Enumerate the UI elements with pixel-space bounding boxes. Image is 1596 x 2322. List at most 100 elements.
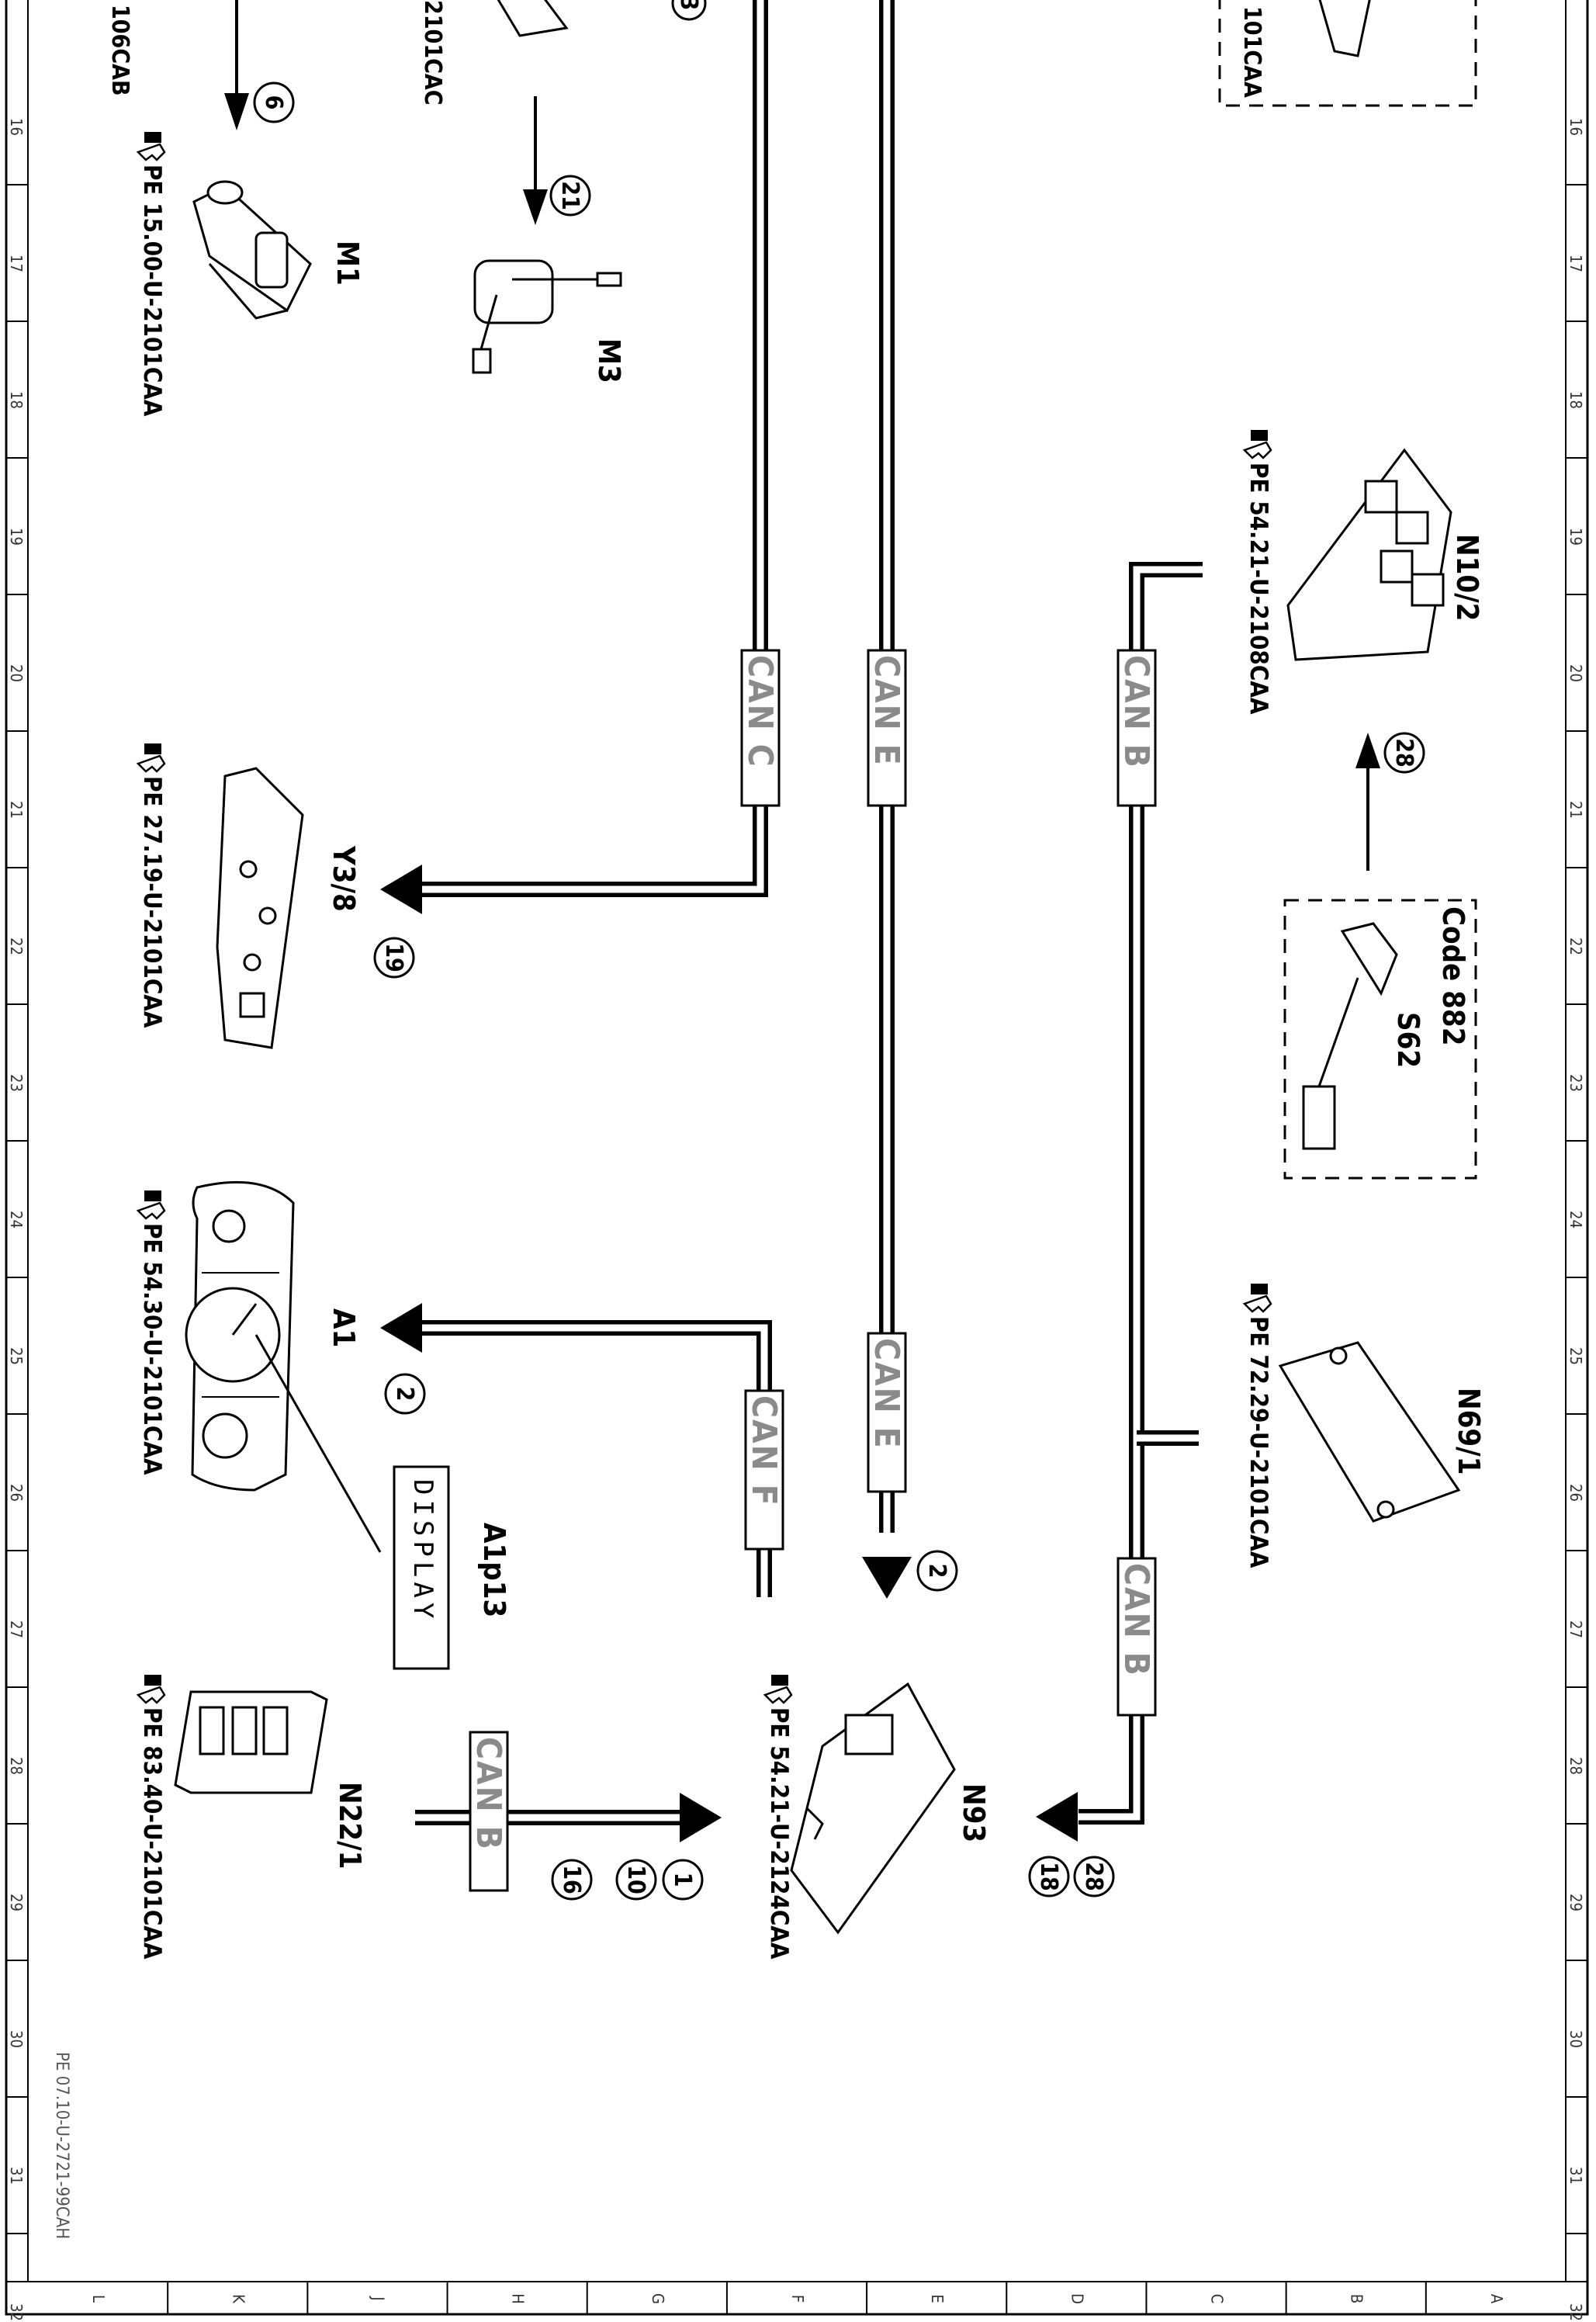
svg-text:PE 54.30-U-2101CAA: PE 54.30-U-2101CAA xyxy=(138,1223,166,1475)
arrow-y3-8 xyxy=(380,865,422,914)
svg-text:CAN F: CAN F xyxy=(744,1395,784,1507)
circled-number-m1: 6 xyxy=(253,81,295,123)
a1-label: A1 xyxy=(327,1308,361,1347)
can-c-bus xyxy=(400,0,768,897)
n69-1-ref: PE 72.29-U-2101CAA xyxy=(1243,1282,1272,1568)
row-label-A: A xyxy=(1487,2294,1506,2304)
circled-number-y3-8: 19 xyxy=(373,937,415,979)
row-label-B: B xyxy=(1348,2294,1366,2303)
book-reference-icon xyxy=(1243,1282,1272,1313)
arrow-a1 xyxy=(380,1303,422,1353)
row-label-G: G xyxy=(649,2293,667,2304)
m3-label: M3 xyxy=(592,338,626,383)
column-label-30-right: 30 xyxy=(1567,2030,1585,2048)
arrow-n93-from-n22 xyxy=(680,1793,722,1842)
row-label-F: F xyxy=(788,2295,807,2303)
svg-text:CAN C: CAN C xyxy=(740,655,780,768)
can-b-label-bottom: CAN B xyxy=(1117,1557,1157,1717)
column-label-23-right: 23 xyxy=(1567,1074,1585,1092)
can-e-label-top: CAN E xyxy=(867,649,907,807)
column-label-25-right: 25 xyxy=(1567,1347,1585,1365)
column-label-24-left: 24 xyxy=(7,1211,26,1229)
can-e-label-bottom: CAN E xyxy=(867,1332,907,1493)
n69-1-drawing xyxy=(1278,1341,1461,1523)
svg-text:6: 6 xyxy=(260,95,287,110)
book-reference-icon xyxy=(137,742,166,773)
column-label-17-right: 17 xyxy=(1567,255,1585,272)
n10-2-drawing xyxy=(1286,448,1452,661)
y3-8-ref: PE 27.19-U-2101CAA xyxy=(137,742,166,1028)
column-label-27-right: 27 xyxy=(1567,1620,1585,1638)
circled-number-can-e_end: 2 xyxy=(916,1550,958,1592)
book-reference-icon xyxy=(763,1673,793,1704)
a1-instrument-cluster-drawing xyxy=(185,1180,382,1553)
column-label-31-right: 31 xyxy=(1567,2167,1585,2185)
n10-2-ref: PE 54.21-U-2108CAA xyxy=(1243,428,1272,715)
can-f-bus xyxy=(419,1320,772,1597)
partial-label-top-right: 101CAA xyxy=(1238,6,1265,98)
column-label-18-right: 18 xyxy=(1567,391,1585,409)
column-label-32-left: 32 xyxy=(7,2303,26,2321)
partial-dashed-box-top-right xyxy=(1218,0,1477,107)
column-label-31-left: 31 xyxy=(7,2167,26,2185)
column-label-17-left: 17 xyxy=(7,255,26,272)
can-b-label-top: CAN B xyxy=(1117,649,1157,807)
m1-ref: PE 15.00-U-2101CAA xyxy=(137,130,166,417)
column-label-29-left: 29 xyxy=(7,1894,26,1911)
column-label-19-right: 19 xyxy=(1567,528,1585,546)
column-label-21-left: 21 xyxy=(7,801,26,819)
svg-text:10: 10 xyxy=(622,1865,649,1894)
row-label-K: K xyxy=(229,2294,248,2304)
row-label-J: J xyxy=(369,2296,387,2300)
arrow-n10-2 xyxy=(1355,733,1380,871)
book-reference-icon xyxy=(137,1673,166,1704)
a1p13-label: A1p13 xyxy=(477,1523,511,1617)
row-label-D: D xyxy=(1068,2293,1086,2304)
arrow-m1 xyxy=(224,0,249,130)
column-label-22-left: 22 xyxy=(7,937,26,955)
can-b-bus xyxy=(1078,562,1203,1825)
column-label-16-left: 16 xyxy=(7,118,26,136)
svg-text:CAN B: CAN B xyxy=(1117,1563,1156,1677)
column-label-16-right: 16 xyxy=(1567,118,1585,136)
column-label-25-left: 25 xyxy=(7,1347,26,1365)
svg-text:PE 15.00-U-2101CAA: PE 15.00-U-2101CAA xyxy=(138,165,166,417)
circled-number-n93-a: 1 xyxy=(662,1859,704,1901)
book-reference-icon xyxy=(1243,428,1272,459)
svg-text:CAN E: CAN E xyxy=(867,655,906,767)
s62-code-label: Code 882 xyxy=(1436,906,1470,1046)
s62-code-box xyxy=(1283,899,1477,1180)
circled-number-m3: 21 xyxy=(549,175,591,217)
y3-8-label: Y3/8 xyxy=(327,845,361,912)
column-label-30-left: 30 xyxy=(7,2030,26,2048)
column-label-21-right: 21 xyxy=(1567,801,1585,819)
svg-text:28: 28 xyxy=(1080,1862,1107,1891)
column-label-20-right: 20 xyxy=(1567,664,1585,682)
s62-label: S62 xyxy=(1391,1012,1425,1068)
column-label-32-right: 32 xyxy=(1567,2303,1585,2321)
svg-text:PE 27.19-U-2101CAA: PE 27.19-U-2101CAA xyxy=(138,776,166,1028)
column-label-22-right: 22 xyxy=(1567,937,1585,955)
row-label-H: H xyxy=(509,2293,528,2304)
partial-label-top-mid: 2101CAC xyxy=(419,0,446,106)
svg-text:19: 19 xyxy=(380,943,407,972)
column-label-18-left: 18 xyxy=(7,391,26,409)
partial-label-top-left: 106CAB xyxy=(106,5,133,96)
arrow-m3 xyxy=(523,96,548,225)
column-label-24-right: 24 xyxy=(1567,1211,1585,1229)
row-label-E: E xyxy=(928,2294,947,2303)
column-label-28-right: 28 xyxy=(1567,1757,1585,1775)
circled-number-top: 3 xyxy=(671,0,707,21)
n22-1-ref: PE 83.40-U-2101CAA xyxy=(137,1673,166,1960)
a1p13-display: DISPLAY xyxy=(393,1465,450,1670)
column-label-28-left: 28 xyxy=(7,1757,26,1775)
column-label-23-left: 23 xyxy=(7,1074,26,1092)
partial-device-top-mid xyxy=(497,0,569,37)
column-label-26-left: 26 xyxy=(7,1484,26,1502)
row-label-L: L xyxy=(89,2295,108,2303)
circled-number-n93-c: 16 xyxy=(551,1859,593,1901)
circled-number-n93-e: 18 xyxy=(1028,1856,1070,1897)
